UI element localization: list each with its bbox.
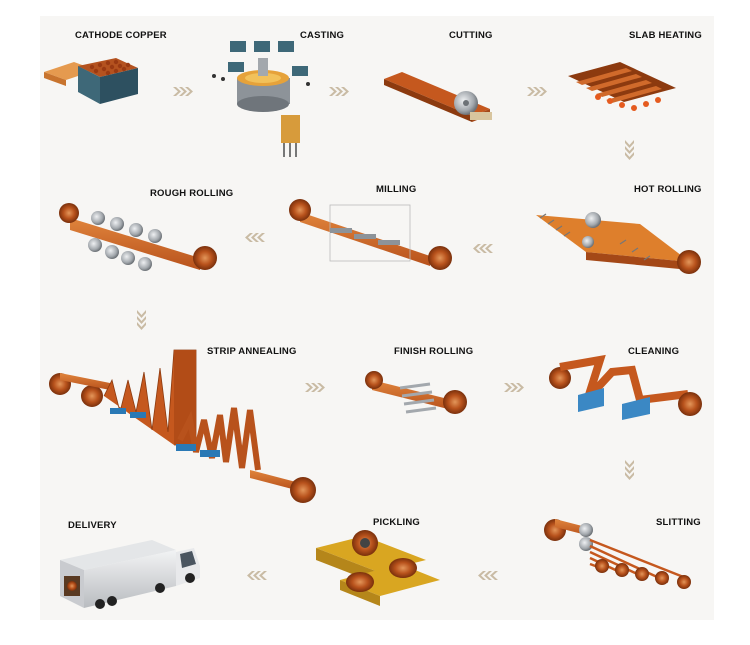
chevron-left-icon	[245, 233, 265, 242]
step-label-slitting: SLITTING	[656, 517, 701, 528]
casting-illustration	[212, 41, 310, 157]
delivery-truck-illustration	[60, 540, 200, 609]
step-label-rough-rolling: ROUGH ROLLING	[150, 188, 234, 199]
cutting-illustration	[384, 72, 492, 122]
slitting-illustration	[544, 519, 691, 589]
step-label-cleaning: CLEANING	[628, 346, 680, 357]
step-label-finish-rolling: FINISH ROLLING	[394, 346, 474, 357]
chevron-right-icon	[504, 383, 524, 392]
chevron-down-icon	[625, 460, 634, 480]
chevron-right-icon	[173, 87, 193, 96]
pickling-illustration	[316, 530, 440, 606]
step-label-hot-rolling: HOT ROLLING	[634, 184, 702, 195]
process-panel	[40, 16, 714, 620]
step-label-casting: CASTING	[300, 30, 345, 41]
hot-rolling-illustration	[536, 212, 701, 274]
finish-rolling-illustration	[365, 371, 467, 414]
step-label-strip-annealing: STRIP ANNEALING	[207, 346, 297, 357]
slab-heating-illustration	[568, 62, 676, 111]
chevron-down-icon	[625, 140, 634, 160]
chevron-left-icon	[473, 244, 493, 253]
chevron-right-icon	[527, 87, 547, 96]
step-label-cutting: CUTTING	[449, 30, 493, 41]
rough-rolling-illustration	[59, 203, 217, 271]
cleaning-illustration	[549, 354, 702, 420]
step-label-cathode-copper: CATHODE COPPER	[75, 30, 167, 41]
chevron-left-icon	[247, 571, 267, 580]
strip-annealing-illustration	[49, 349, 316, 503]
step-label-slab-heating: SLAB HEATING	[629, 30, 702, 41]
step-label-pickling: PICKLING	[373, 517, 420, 528]
step-label-delivery: DELIVERY	[68, 520, 117, 531]
milling-illustration	[289, 199, 452, 270]
chevron-right-icon	[329, 87, 349, 96]
chevron-right-icon	[305, 383, 325, 392]
chevron-down-icon	[137, 310, 146, 330]
step-label-milling: MILLING	[376, 184, 417, 195]
cathode-copper-illustration	[44, 58, 138, 104]
chevron-left-icon	[478, 571, 498, 580]
